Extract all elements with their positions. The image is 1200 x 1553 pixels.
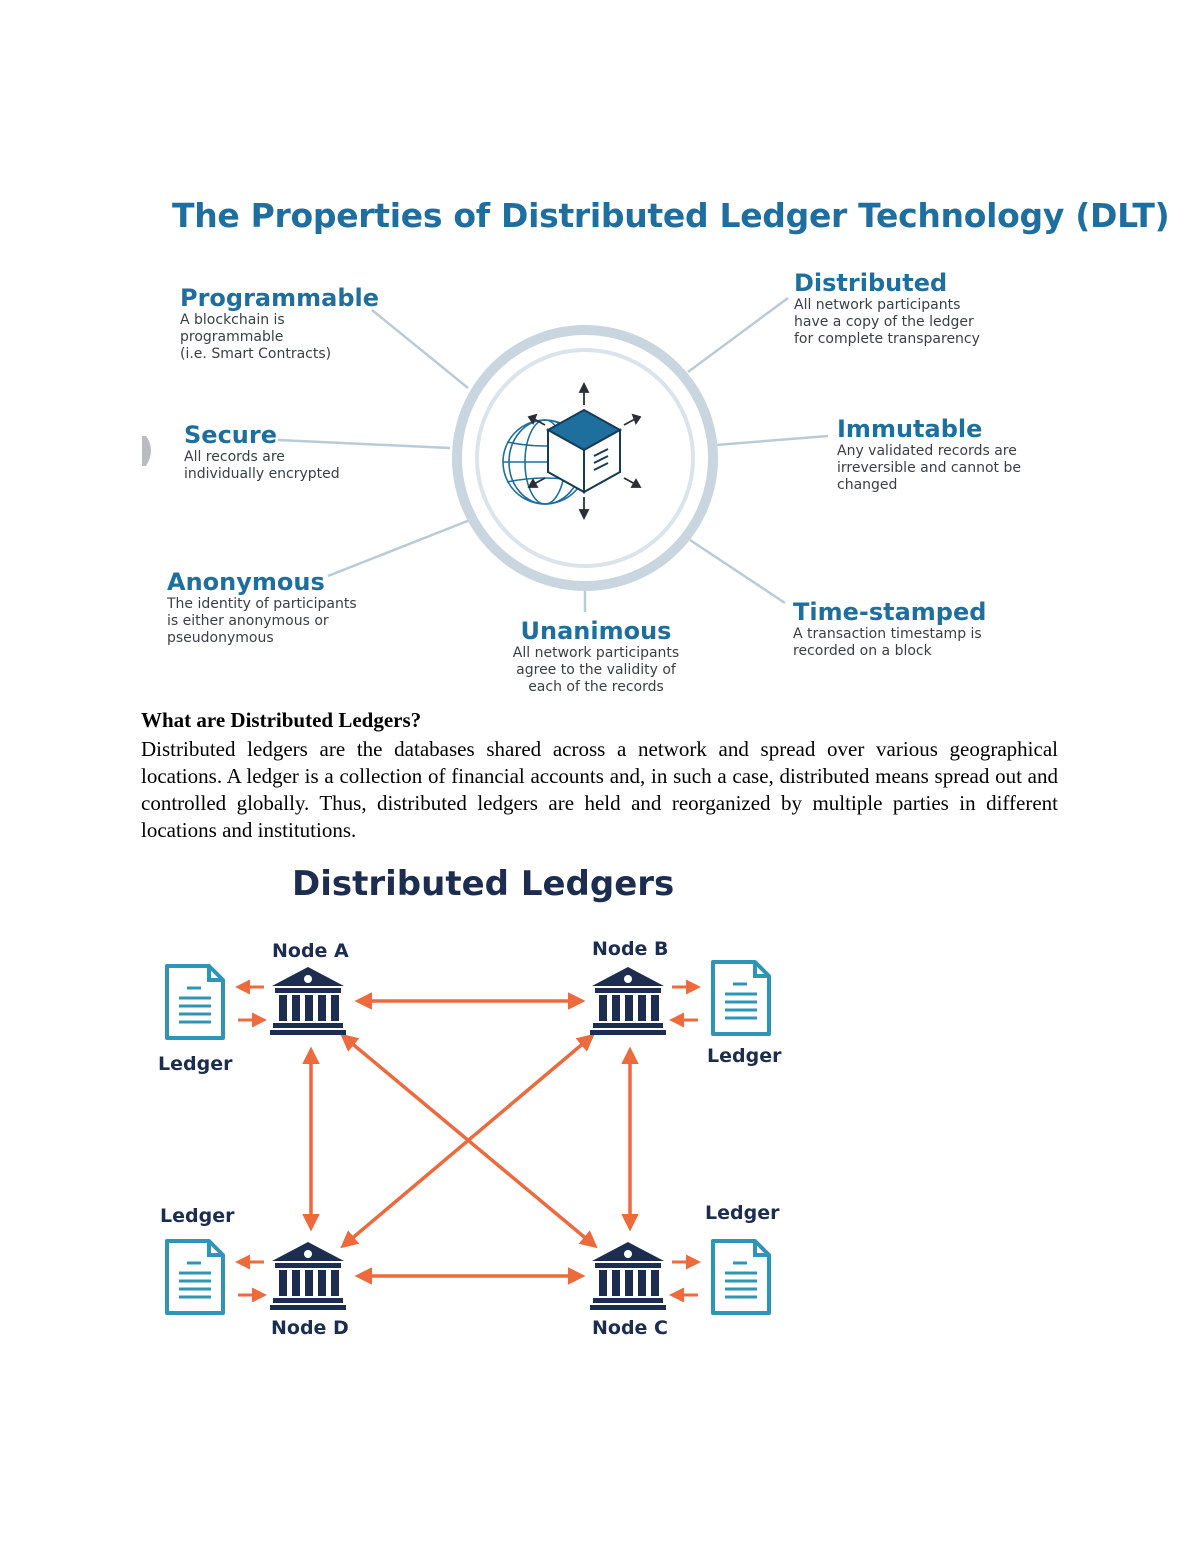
bank-icon-node-d (270, 1242, 346, 1310)
property-heading: Distributed (794, 269, 948, 297)
document-icon-ledger-d (165, 1239, 225, 1315)
ledger-diagram (165, 960, 771, 1315)
property-unanimous: Unanimous All network participants agree… (500, 617, 692, 696)
property-heading: Programmable (180, 284, 380, 312)
node-label-d: Node D (271, 1317, 349, 1339)
bank-icon-node-a (270, 967, 346, 1035)
property-distributed: Distributed All network participants hav… (794, 269, 980, 348)
dlt-figure-title: The Properties of Distributed Ledger Tec… (172, 196, 1170, 235)
outer-ring (452, 325, 718, 591)
property-heading: Secure (184, 421, 277, 449)
bank-icon-node-c (590, 1242, 666, 1310)
property-heading: Unanimous (520, 617, 672, 645)
property-time-stamped: Time-stamped A transaction timestamp is … (793, 598, 986, 660)
node-label-a: Node A (272, 940, 349, 962)
property-programmable: Programmable A blockchain is programmabl… (180, 284, 379, 363)
cube-icon (545, 408, 623, 494)
property-description: A transaction timestamp is recorded on a… (793, 626, 982, 659)
property-immutable: Immutable Any validated records are irre… (837, 415, 1021, 494)
document-icon-ledger-c (711, 1239, 771, 1315)
bank-icon-node-b (590, 967, 666, 1035)
document-icon-ledger-a (165, 964, 225, 1040)
inner-ring (475, 348, 695, 568)
dlt-diagram (142, 296, 829, 612)
ledger-label-a: Ledger (158, 1053, 233, 1075)
property-description: Any validated records are irreversible a… (837, 443, 1021, 493)
section-paragraph: Distributed ledgers are the databases sh… (141, 737, 1058, 842)
ledger-label-d: Ledger (160, 1205, 235, 1227)
property-description: All records are individually encrypted (184, 449, 340, 482)
connector-lines (277, 296, 829, 612)
section-heading: What are Distributed Ledgers? (141, 708, 422, 732)
page-tab-mark (142, 436, 151, 466)
ledger-label-b: Ledger (707, 1045, 782, 1067)
node-label-c: Node C (592, 1317, 668, 1339)
property-description: All network participants agree to the va… (512, 645, 680, 695)
property-description: All network participants have a copy of … (794, 297, 980, 347)
node-label-b: Node B (592, 938, 669, 960)
property-heading: Anonymous (167, 568, 325, 596)
property-secure: Secure All records are individually encr… (184, 421, 340, 483)
property-description: The identity of participants is either a… (167, 596, 357, 646)
ledger-figure-title: Distributed Ledgers (292, 864, 675, 904)
property-anonymous: Anonymous The identity of participants i… (167, 568, 357, 647)
ledger-label-c: Ledger (705, 1202, 780, 1224)
property-heading: Time-stamped (793, 598, 987, 626)
property-description: A blockchain is programmable (i.e. Smart… (180, 312, 332, 362)
property-heading: Immutable (837, 415, 983, 443)
node-connections (302, 992, 639, 1285)
ledger-arrows (235, 979, 701, 1303)
cube-arrows (527, 381, 642, 521)
document-icon-ledger-b (711, 960, 771, 1036)
